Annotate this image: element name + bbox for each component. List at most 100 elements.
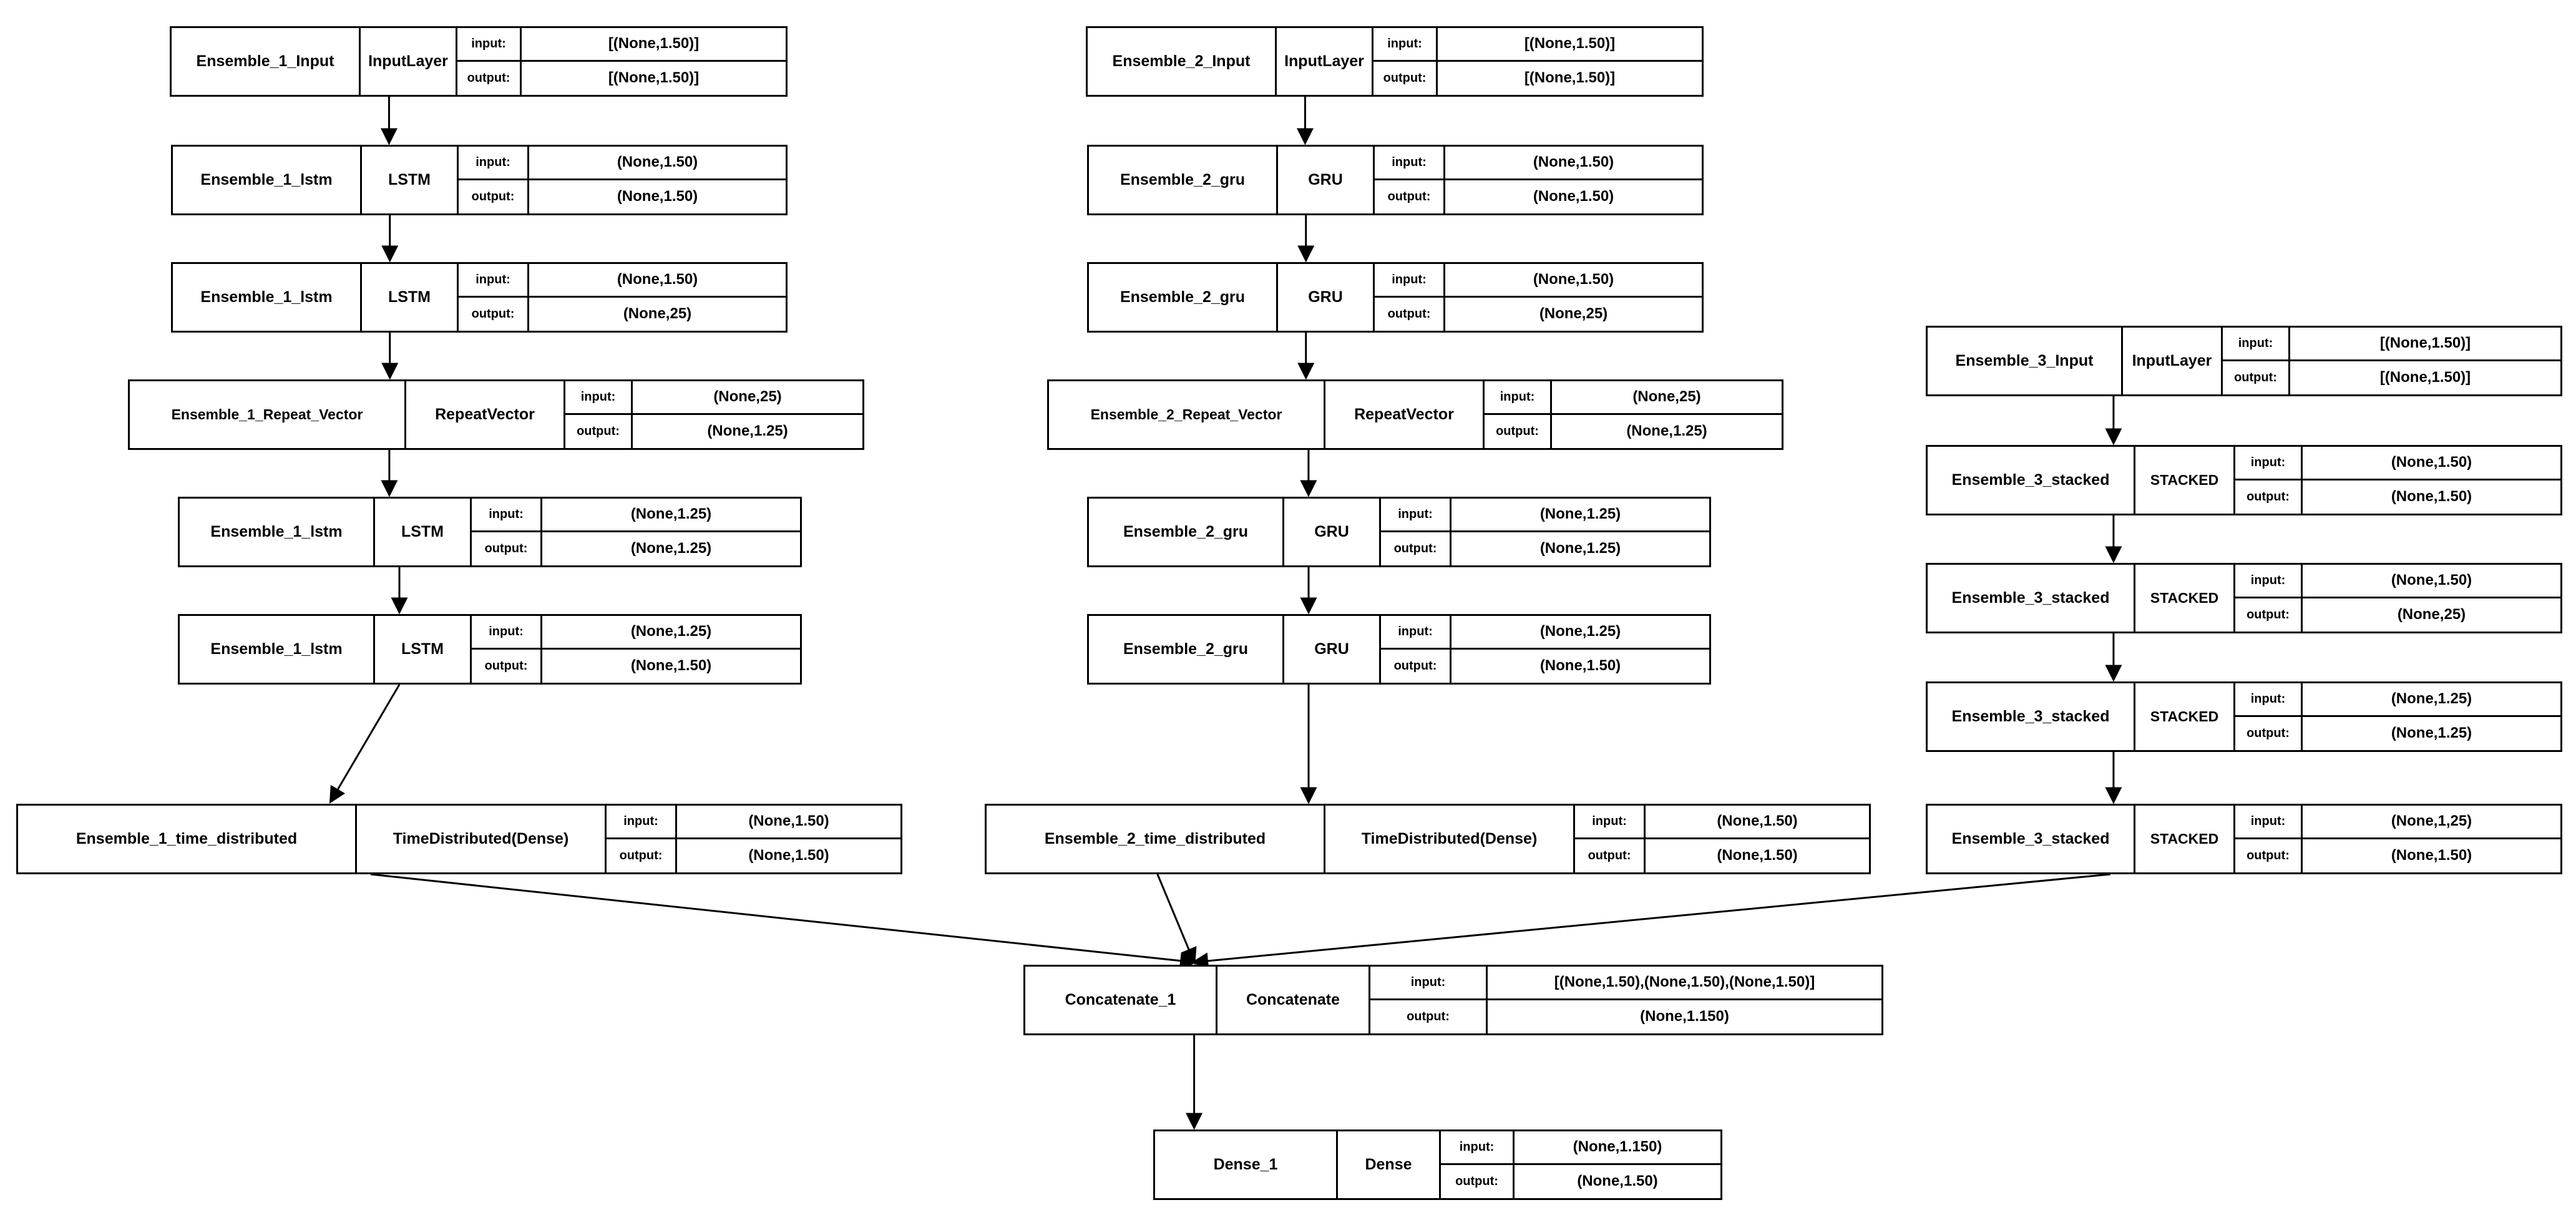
node-io-block: input: [(None,1.50)] output: [(None,1.50… bbox=[456, 28, 786, 95]
output-label: output: bbox=[2234, 370, 2277, 384]
node-type: Concatenate bbox=[1216, 967, 1368, 1033]
node-io-block: input: (None,25) output: (None,1.25) bbox=[1483, 381, 1782, 448]
output-label: output: bbox=[1455, 1174, 1498, 1188]
input-shape: (None,1.50) bbox=[1443, 147, 1702, 178]
output-shape: (None,1.50) bbox=[1443, 180, 1702, 213]
node-type: STACKED bbox=[2134, 447, 2233, 514]
output-shape: (None,1.50) bbox=[1450, 649, 1709, 683]
node-name: Ensemble_1_lstm bbox=[200, 171, 333, 188]
node-type: GRU bbox=[1276, 264, 1373, 331]
node-output-row: output: [(None,1.50)] bbox=[2223, 361, 2560, 394]
node-io-block: input: [(None,1.50)] output: [(None,1.50… bbox=[2221, 328, 2560, 394]
input-label: input: bbox=[1387, 36, 1422, 51]
output-shape: (None,1.25) bbox=[2301, 716, 2560, 750]
node-type: RepeatVector bbox=[404, 381, 564, 448]
node-output-row: output: (None,1.50) bbox=[607, 839, 900, 872]
node-output-row: output: (None,1.25) bbox=[565, 414, 862, 448]
node-io-block: input: (None,1.50) output: (None,1.50) bbox=[1373, 147, 1702, 213]
edge-ensemble_2_time_distributed-to-concatenate_1 bbox=[1156, 874, 1197, 965]
node-ensemble-1-time-distributed[interactable]: Ensemble_1_time_distributed TimeDistribu… bbox=[16, 804, 902, 874]
edge-ensemble_1_lstm_4-to-ensemble_1_time_distributed bbox=[329, 684, 401, 804]
node-ensemble-2-time-distributed[interactable]: Ensemble_2_time_distributed TimeDistribu… bbox=[985, 804, 1871, 874]
input-shape: [(None,1.50),(None,1.50),(None,1.50)] bbox=[1486, 967, 1881, 998]
output-shape: [(None,1.50)] bbox=[2288, 361, 2560, 394]
input-shape: [(None,1.50)] bbox=[520, 28, 786, 60]
input-label: input: bbox=[1592, 814, 1627, 828]
node-ensemble-1-lstm-3[interactable]: Ensemble_1_lstm LSTM input: (None,1.25) … bbox=[178, 497, 802, 567]
input-shape: (None,1.50) bbox=[2301, 447, 2560, 479]
node-output-row: output: (None,25) bbox=[1375, 297, 1702, 331]
node-ensemble-3-stacked-3[interactable]: Ensemble_3_stacked STACKED input: (None,… bbox=[1926, 681, 2562, 752]
node-ensemble-1-input[interactable]: Ensemble_1_Input InputLayer input: [(Non… bbox=[170, 26, 788, 97]
node-name: Ensemble_2_Input bbox=[1112, 52, 1251, 70]
output-shape: [(None,1.50)] bbox=[520, 61, 786, 95]
input-label: input: bbox=[489, 624, 524, 638]
node-io-block: input: (None,1.50) output: (None,1.50) bbox=[605, 806, 900, 872]
node-output-row: output: (None,1.25) bbox=[472, 532, 800, 565]
node-ensemble-3-stacked-1[interactable]: Ensemble_3_stacked STACKED input: (None,… bbox=[1926, 445, 2562, 515]
node-type: TimeDistributed(Dense) bbox=[1324, 806, 1573, 872]
input-shape: (None,1.25) bbox=[540, 616, 800, 648]
node-ensemble-2-gru-1[interactable]: Ensemble_2_gru GRU input: (None,1.50) ou… bbox=[1087, 145, 1704, 215]
input-label: input: bbox=[580, 389, 616, 404]
node-type: STACKED bbox=[2134, 683, 2233, 750]
node-output-row: output: (None,1.50) bbox=[2235, 480, 2560, 514]
node-input-row: input: [(None,1.50)] bbox=[1373, 28, 1702, 62]
node-name: Ensemble_1_lstm bbox=[200, 288, 333, 306]
node-ensemble-3-input[interactable]: Ensemble_3_Input InputLayer input: [(Non… bbox=[1926, 326, 2562, 396]
node-name: Ensemble_3_Input bbox=[1955, 352, 2094, 369]
input-label: input: bbox=[489, 507, 524, 521]
node-input-row: input: (None,25) bbox=[565, 381, 862, 415]
node-output-row: output: (None,1.25) bbox=[1485, 414, 1782, 448]
output-label: output: bbox=[471, 189, 515, 203]
input-shape: (None,1.50) bbox=[1443, 264, 1702, 296]
node-input-row: input: (None,1.50) bbox=[1575, 806, 1869, 839]
output-label: output: bbox=[2247, 726, 2290, 740]
output-shape: (None,1.50) bbox=[540, 649, 800, 683]
output-label: output: bbox=[2247, 489, 2290, 504]
input-label: input: bbox=[2238, 336, 2273, 350]
node-ensemble-1-lstm-1[interactable]: Ensemble_1_lstm LSTM input: (None,1.50) … bbox=[171, 145, 788, 215]
node-io-block: input: (None,1.25) output: (None,1.50) bbox=[1379, 616, 1709, 683]
node-ensemble-1-lstm-2[interactable]: Ensemble_1_lstm LSTM input: (None,1.50) … bbox=[171, 262, 788, 333]
node-name: Ensemble_2_gru bbox=[1123, 523, 1249, 540]
node-dense-1[interactable]: Dense_1 Dense input: (None,1.150) output… bbox=[1153, 1129, 1722, 1200]
node-ensemble-2-gru-2[interactable]: Ensemble_2_gru GRU input: (None,1.50) ou… bbox=[1087, 262, 1704, 333]
node-io-block: input: (None,1.50) output: (None,25) bbox=[457, 264, 786, 331]
output-label: output: bbox=[619, 848, 663, 862]
output-shape: (None,25) bbox=[527, 297, 786, 331]
node-type: STACKED bbox=[2134, 806, 2233, 872]
output-shape: (None,1.150) bbox=[1486, 1000, 1881, 1033]
node-ensemble-2-input[interactable]: Ensemble_2_Input InputLayer input: [(Non… bbox=[1086, 26, 1704, 97]
node-input-row: input: (None,1.25) bbox=[1381, 616, 1709, 650]
node-ensemble-2-repeat-vector[interactable]: Ensemble_2_Repeat_Vector RepeatVector in… bbox=[1047, 379, 1783, 450]
node-ensemble-2-gru-3[interactable]: Ensemble_2_gru GRU input: (None,1.25) ou… bbox=[1087, 497, 1711, 567]
output-label: output: bbox=[1387, 306, 1431, 321]
node-output-row: output: (None,1.50) bbox=[1381, 649, 1709, 683]
node-output-row: output: (None,1.50) bbox=[1375, 180, 1702, 213]
node-input-row: input: (None,1.25) bbox=[472, 499, 800, 532]
node-input-row: input: (None,1.25) bbox=[472, 616, 800, 650]
output-label: output: bbox=[1588, 848, 1631, 862]
node-ensemble-1-repeat-vector[interactable]: Ensemble_1_Repeat_Vector RepeatVector in… bbox=[128, 379, 864, 450]
output-label: output: bbox=[484, 541, 528, 555]
node-ensemble-3-stacked-4[interactable]: Ensemble_3_stacked STACKED input: (None,… bbox=[1926, 804, 2562, 874]
input-shape: (None,1.50) bbox=[527, 264, 786, 296]
node-name: Ensemble_2_gru bbox=[1123, 640, 1249, 658]
output-label: output: bbox=[2247, 607, 2290, 622]
node-ensemble-2-gru-4[interactable]: Ensemble_2_gru GRU input: (None,1.25) ou… bbox=[1087, 614, 1711, 685]
output-shape: (None,1.50) bbox=[1644, 839, 1869, 872]
node-ensemble-1-lstm-4[interactable]: Ensemble_1_lstm LSTM input: (None,1.25) … bbox=[178, 614, 802, 685]
node-name: Ensemble_2_time_distributed bbox=[1044, 830, 1266, 847]
output-shape: (None,1.25) bbox=[1550, 414, 1782, 448]
input-shape: (None,25) bbox=[1550, 381, 1782, 413]
input-label: input: bbox=[476, 155, 510, 169]
node-io-block: input: (None,1.50) output: (None,1.50) bbox=[1573, 806, 1869, 872]
node-io-block: input: [(None,1.50),(None,1.50),(None,1.… bbox=[1368, 967, 1881, 1033]
node-ensemble-3-stacked-2[interactable]: Ensemble_3_stacked STACKED input: (None,… bbox=[1926, 563, 2562, 633]
node-concatenate-1[interactable]: Concatenate_1 Concatenate input: [(None,… bbox=[1023, 965, 1883, 1035]
output-label: output: bbox=[471, 306, 515, 321]
input-label: input: bbox=[1410, 975, 1446, 989]
output-shape: (None,1.25) bbox=[540, 532, 800, 565]
input-shape: (None,1.50) bbox=[527, 147, 786, 178]
